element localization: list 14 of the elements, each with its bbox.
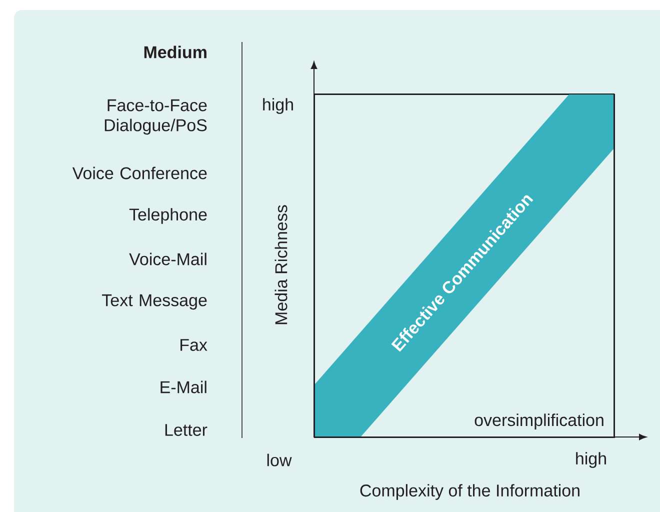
medium-label: Voice Conference — [72, 166, 207, 180]
axis-tick-label: high — [263, 98, 293, 114]
axis-title: Media Richness — [274, 205, 288, 324]
axis-title: Complexity of the Information — [360, 484, 580, 500]
medium-label: Text Message — [102, 294, 207, 310]
medium-label: Letter — [165, 424, 208, 436]
medium-label: E-Mail — [160, 380, 206, 394]
axis-tick-label: low — [267, 454, 292, 466]
medium-label: Telephone — [129, 208, 207, 224]
medium-label: Face-to-Face Dialogue/PoS — [104, 99, 207, 135]
medium-label: Voice-Mail — [129, 252, 206, 266]
axis-tick-label: high — [576, 452, 606, 468]
medium-label: Fax — [180, 339, 208, 351]
column-heading: Medium — [144, 46, 206, 58]
